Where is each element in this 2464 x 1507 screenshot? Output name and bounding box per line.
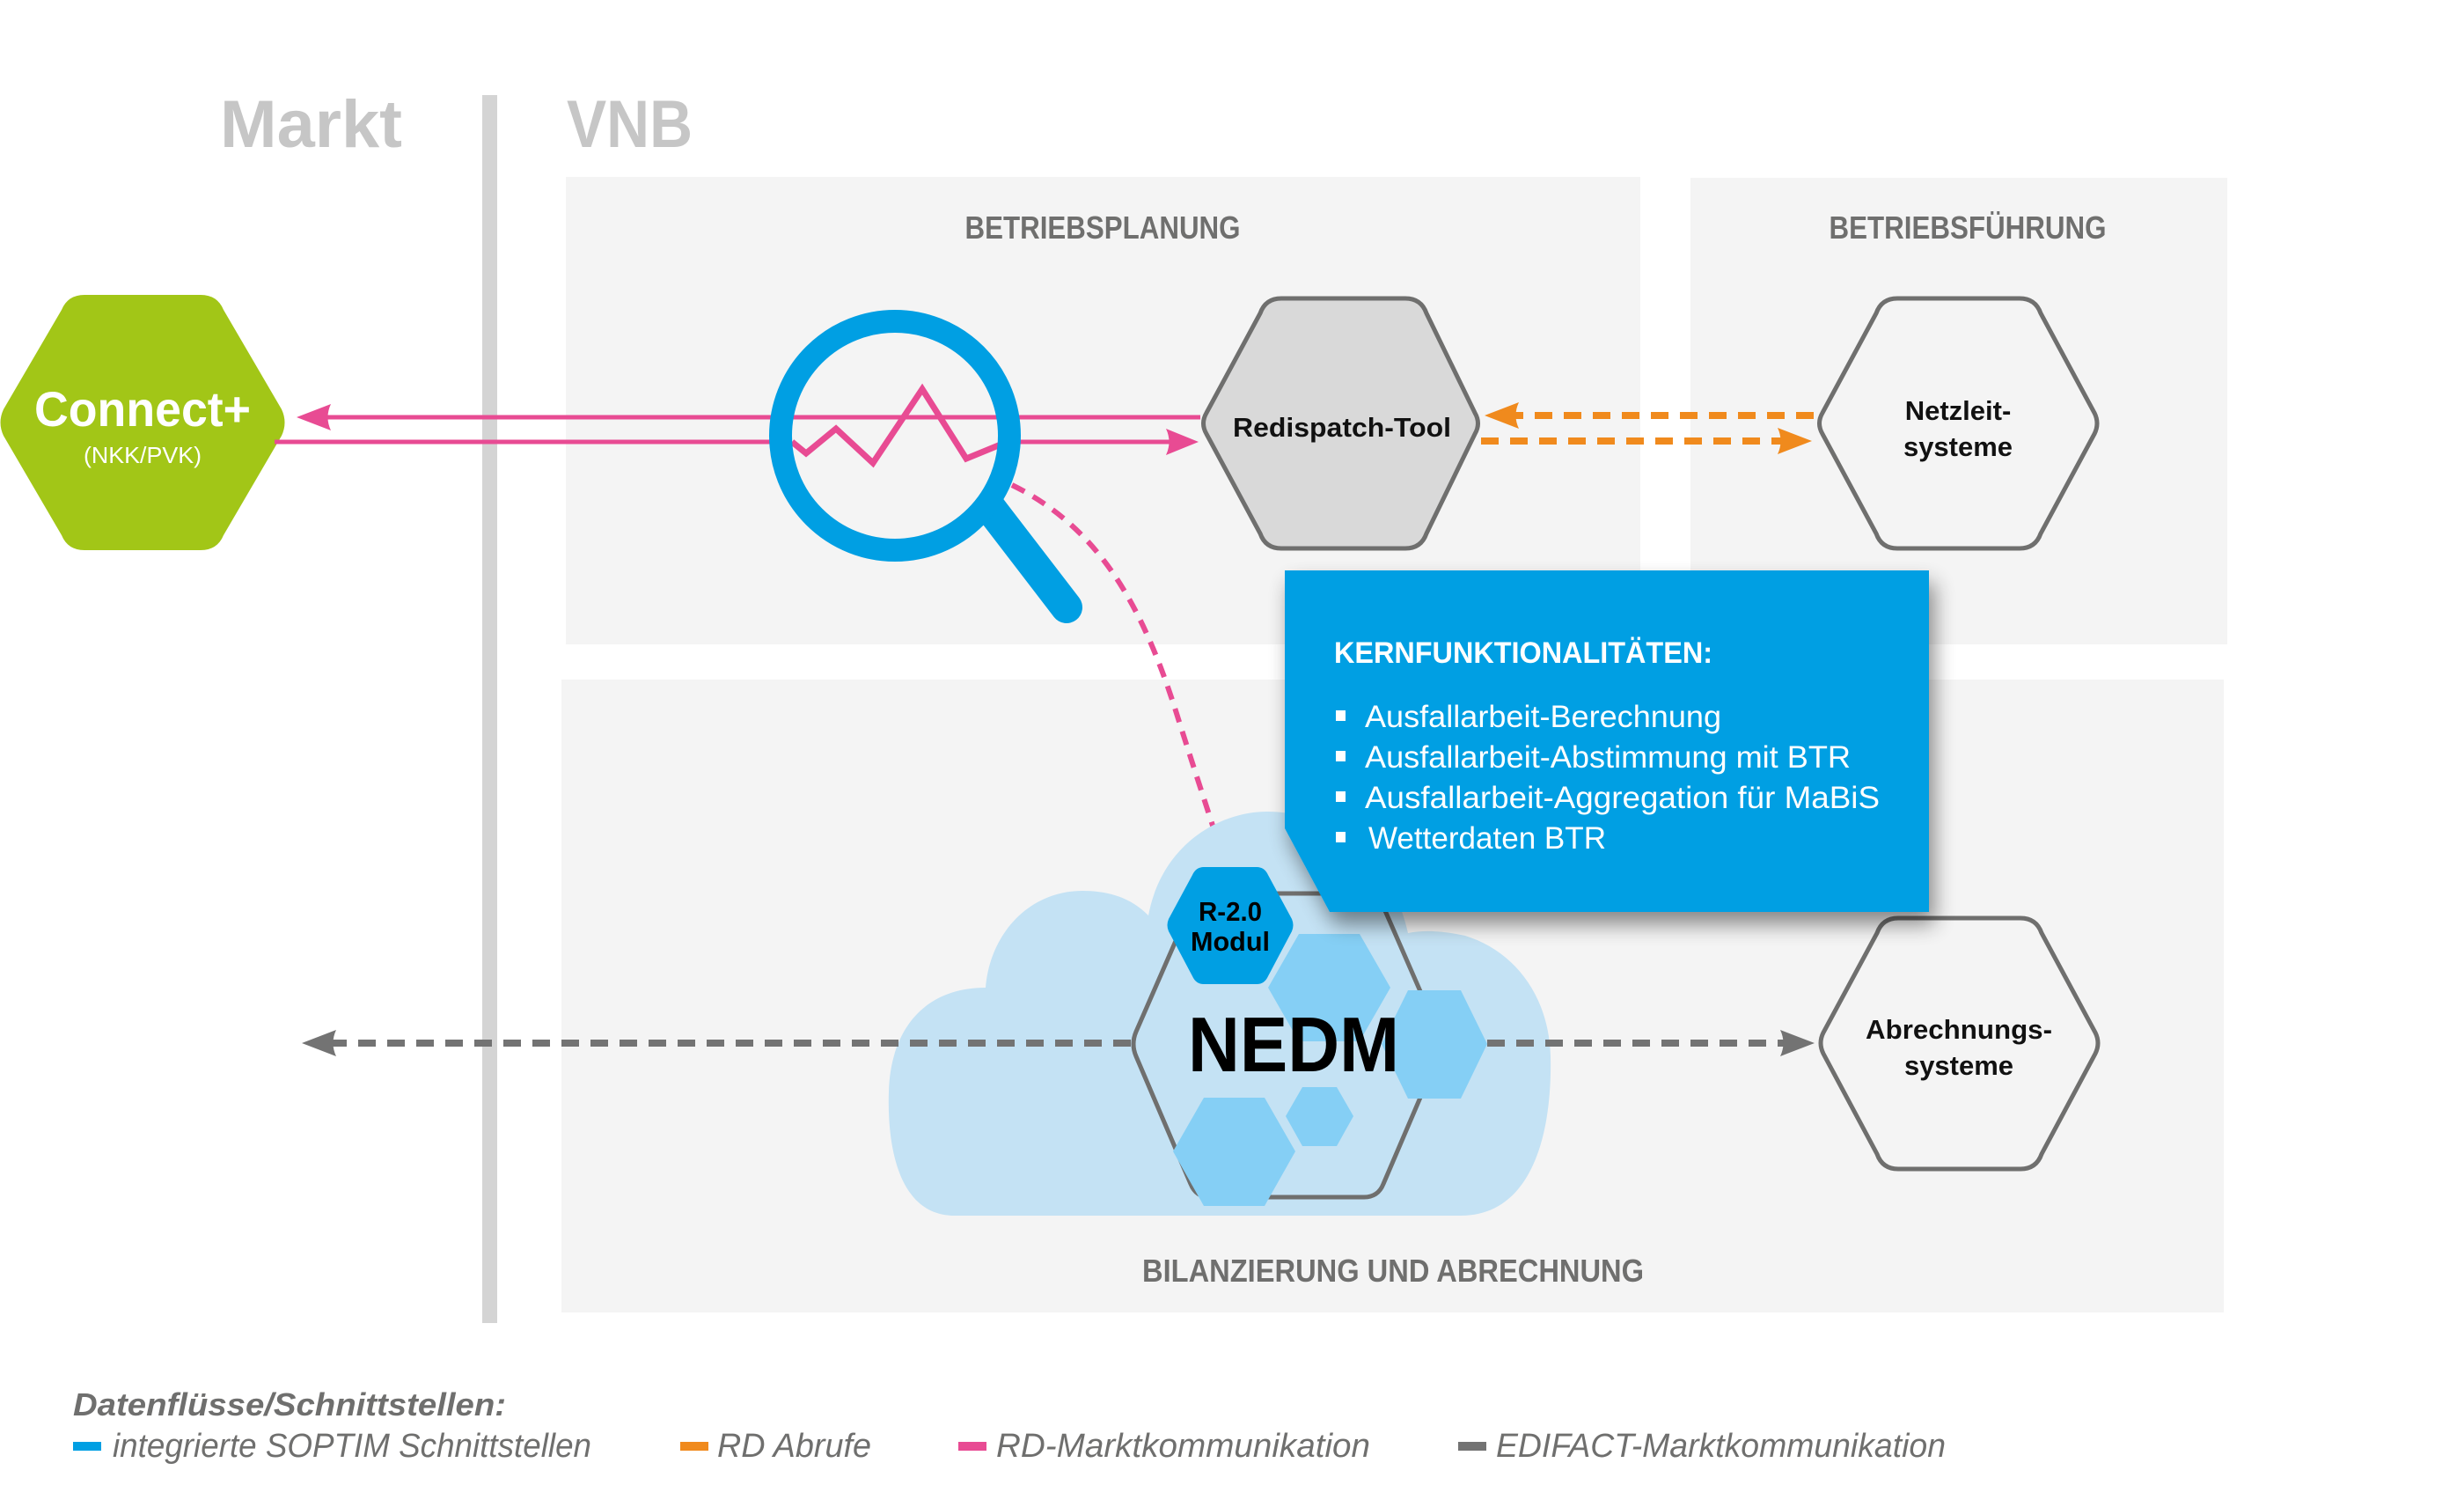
gray-arrowhead-left [302, 1030, 336, 1056]
nedm-decorative-hexagons [1173, 934, 1487, 1206]
panel-title-betriebsfuehrung: BETRIEBSFÜHRUNG [1830, 210, 2107, 246]
node-netzleitsysteme[interactable]: Netzleit- systeme [1817, 296, 2100, 551]
flow-rd-abrufe [1481, 402, 1814, 454]
info-item: Wetterdaten BTR [1368, 821, 1606, 856]
info-box-kernfunktionalitaeten: KERNFUNKTIONALITÄTEN: Ausfallarbeit-Bere… [1285, 570, 1929, 912]
header-vnb: VNB [567, 87, 693, 162]
connect-title: Connect+ [34, 381, 251, 437]
bullet-icon [1336, 832, 1346, 842]
hex-c [1286, 1087, 1353, 1146]
abrechnung-label-line1: Abrechnungs- [1866, 1014, 2052, 1045]
netzleit-label-line2: systeme [1903, 431, 2013, 462]
node-redispatch-tool[interactable]: Redispatch-Tool [1201, 296, 1480, 551]
legend-label-soptim: integrierte SOPTIM Schnittstellen [113, 1428, 591, 1465]
flow-edifact [302, 1030, 1815, 1056]
info-item: Ausfallarbeit-Berechnung [1365, 700, 1721, 734]
legend-label-rd-markt: RD-Marktkommunikation [996, 1428, 1370, 1465]
legend-swatch-soptim [73, 1442, 101, 1451]
header-markt: Markt [220, 87, 402, 162]
module-label-line1: R-2.0 [1199, 896, 1262, 927]
module-hexagon-shape [1167, 867, 1294, 984]
pink-arrowhead-right [1166, 429, 1199, 455]
bullet-icon [1336, 791, 1346, 802]
netzleit-label-line1: Netzleit- [1905, 395, 2012, 426]
legend-label-rd-abrufe: RD Abrufe [717, 1428, 871, 1465]
hex-d [1173, 1098, 1295, 1206]
legend-swatch-rd-abrufe [680, 1442, 708, 1451]
info-item: Ausfallarbeit-Abstimmung mit BTR [1365, 740, 1851, 775]
bullet-icon [1336, 710, 1346, 721]
magnifier-ring [769, 310, 1021, 562]
node-r20-modul[interactable]: R-2.0 Modul [1167, 867, 1294, 984]
hex-b [1382, 990, 1487, 1099]
market-divider [482, 95, 497, 1323]
netzleit-hexagon-shape [1817, 296, 2100, 551]
bullet-icon [1336, 751, 1346, 761]
connect-hexagon-shape [0, 295, 285, 550]
node-connect-plus[interactable]: Connect+ (NKK/PVK) [0, 295, 285, 550]
legend-swatch-rd-markt [958, 1442, 986, 1451]
hex-a [1268, 934, 1390, 1041]
redispatch-label: Redispatch-Tool [1233, 412, 1451, 443]
orange-arrowhead-right [1778, 428, 1812, 454]
legend-label-edifact: EDIFACT-Marktkommunikation [1496, 1428, 1946, 1465]
magnifier-chart-icon [769, 310, 1082, 623]
panel-title-betriebsplanung: BETRIEBSPLANUNG [965, 210, 1241, 246]
redispatch-hexagon-shape [1201, 296, 1480, 551]
flow-rd-marktkommunikation [275, 404, 1200, 455]
nedm-label: NEDM [1188, 1001, 1399, 1088]
panel-title-bilanzierung: BILANZIERUNG UND ABRECHNUNG [1142, 1253, 1644, 1289]
info-box-title: KERNFUNKTIONALITÄTEN: [1334, 636, 1712, 670]
module-label-line2: Modul [1191, 926, 1270, 957]
legend: Datenflüsse/Schnittstellen: integrierte … [73, 1386, 1946, 1465]
info-item: Ausfallarbeit-Aggregation für MaBiS [1365, 781, 1880, 815]
node-nedm[interactable]: NEDM [1131, 891, 1487, 1206]
info-box-background [1285, 570, 1929, 912]
connect-subtitle: (NKK/PVK) [84, 442, 202, 468]
legend-swatch-edifact [1458, 1442, 1486, 1451]
orange-arrowhead-left [1485, 402, 1519, 429]
magnifier-handle [975, 493, 1082, 623]
pink-arrowhead-left [297, 404, 331, 430]
chart-zigzag [789, 383, 1002, 468]
abrechnung-hexagon-shape [1818, 915, 2101, 1172]
legend-title: Datenflüsse/Schnittstellen: [73, 1386, 506, 1422]
gray-arrowhead-right [1780, 1030, 1815, 1056]
info-box-list: Ausfallarbeit-Berechnung Ausfallarbeit-A… [1336, 700, 1880, 856]
abrechnung-label-line2: systeme [1904, 1050, 2013, 1081]
node-abrechnungssysteme[interactable]: Abrechnungs- systeme [1818, 915, 2101, 1172]
